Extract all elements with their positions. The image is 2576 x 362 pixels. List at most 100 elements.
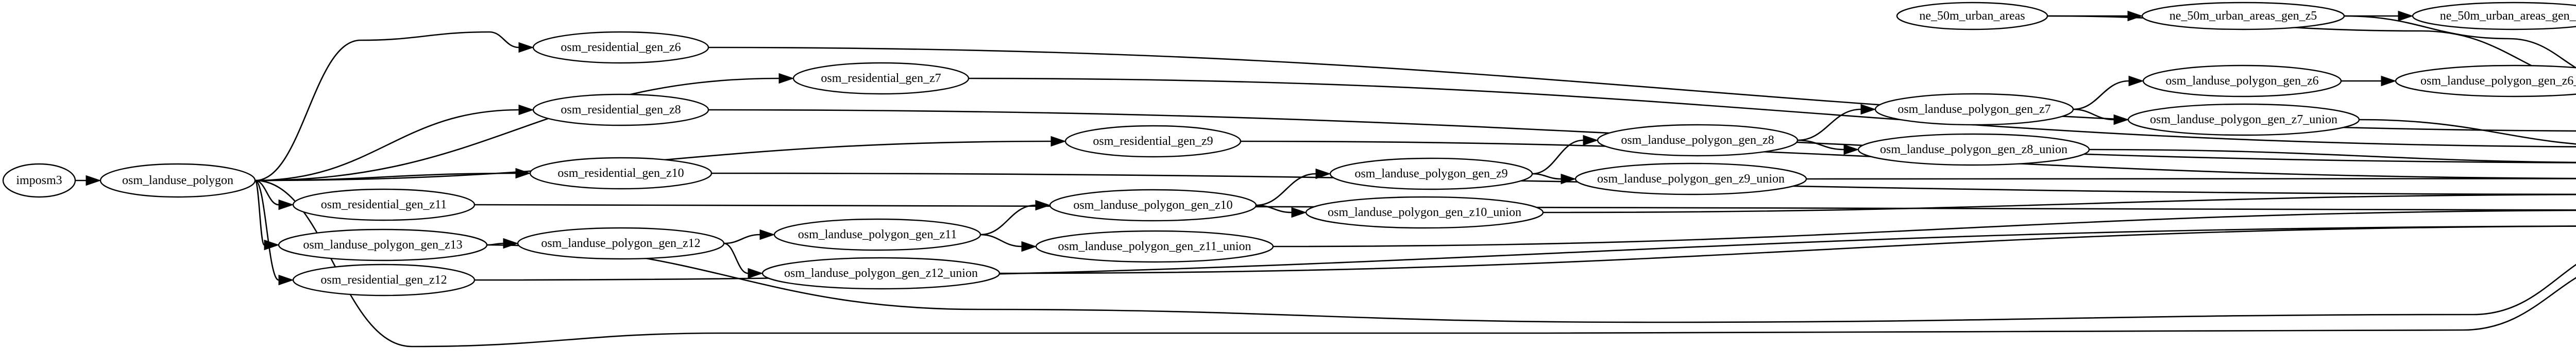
node-osm_residential_gen_z7: osm_residential_gen_z7 [792, 62, 970, 95]
arrowhead-icon [1035, 200, 1051, 211]
node-label-osm_landuse_polygon_gen_z10_union: osm_landuse_polygon_gen_z10_union [1328, 206, 1521, 219]
arrowhead-icon [2128, 75, 2144, 87]
node-label-osm_landuse_polygon_gen_z10: osm_landuse_polygon_gen_z10 [1073, 199, 1232, 212]
arrowhead-icon [778, 73, 794, 84]
edge-osm_landuse_polygon_gen_z8--osm_landuse_polygon_gen_z8_union [1797, 139, 1859, 155]
edge-osm_landuse_polygon_gen_z12_union--layer_landuse-z12 [999, 225, 2576, 274]
edge-imposm3--osm_landuse_polygon [75, 175, 101, 186]
node-label-osm_residential_gen_z7: osm_residential_gen_z7 [821, 72, 941, 85]
edge-osm_landuse_polygon_gen_z8_union--layer_landuse-z8 [2089, 149, 2576, 163]
edge-osm_landuse_polygon_gen_z7--osm_landuse_polygon_gen_z6 [2073, 75, 2144, 110]
arrowhead-icon [1050, 136, 1066, 147]
node-label-osm_landuse_polygon_gen_z8: osm_landuse_polygon_gen_z8 [1621, 134, 1774, 147]
edge-osm_landuse_polygon_gen_z11_union--layer_landuse-z11 [1273, 209, 2576, 248]
edge-osm_landuse_polygon_gen_z12--osm_landuse_polygon_gen_z11 [723, 229, 775, 244]
edge-osm_landuse_polygon_gen_z9_union--layer_landuse-z9 [1806, 178, 2576, 180]
node-osm_landuse_polygon_gen_z10: osm_landuse_polygon_gen_z10 [1049, 189, 1257, 222]
arrowhead-icon [1315, 168, 1331, 179]
node-osm_landuse_polygon_gen_z10_union: osm_landuse_polygon_gen_z10_union [1305, 196, 1544, 229]
arrowhead-icon [2381, 75, 2397, 87]
node-imposm3: imposm3 [2, 163, 76, 198]
node-ne_50m_urban_areas_gen_z4: ne_50m_urban_areas_gen_z4 [2412, 2, 2576, 30]
edge-osm_landuse_polygon_gen_z10--osm_landuse_polygon_gen_z10_union [1256, 204, 1307, 218]
node-label-osm_landuse_polygon_gen_z8_union: osm_landuse_polygon_gen_z8_union [1880, 143, 2067, 156]
edge-osm_landuse_polygon_gen_z9--osm_landuse_polygon_gen_z8 [1532, 135, 1599, 175]
node-osm_landuse_polygon_gen_z8_union: osm_landuse_polygon_gen_z8_union [1857, 133, 2090, 166]
edge-osm_landuse_polygon--osm_residential_gen_z7 [255, 73, 794, 182]
node-osm_landuse_polygon_gen_z11_union: osm_landuse_polygon_gen_z11_union [1035, 230, 1274, 263]
arrowhead-icon [518, 104, 534, 116]
arrowhead-icon [1860, 104, 1876, 115]
node-osm_landuse_polygon_gen_z9_union: osm_landuse_polygon_gen_z9_union [1574, 162, 1807, 195]
node-label-osm_residential_gen_z8: osm_residential_gen_z8 [561, 103, 681, 117]
node-ne_50m_urban_areas_gen_z5: ne_50m_urban_areas_gen_z5 [2141, 2, 2345, 30]
node-label-ne_50m_urban_areas_gen_z4: ne_50m_urban_areas_gen_z4 [2440, 9, 2576, 23]
edge-osm_landuse_polygon--osm_residential_gen_z12 [255, 179, 294, 286]
node-label-osm_residential_gen_z11: osm_residential_gen_z11 [321, 198, 447, 211]
node-ne_50m_urban_areas: ne_50m_urban_areas [1896, 2, 2048, 30]
arrowhead-icon [278, 274, 294, 286]
arrowhead-icon [2127, 10, 2143, 22]
node-label-osm_residential_gen_z12: osm_residential_gen_z12 [320, 273, 447, 287]
node-osm_landuse_polygon_gen_z6: osm_landuse_polygon_gen_z6 [2142, 64, 2342, 97]
arrowhead-icon [1843, 144, 1859, 155]
node-osm_landuse_polygon_gen_z12_union: osm_landuse_polygon_gen_z12_union [761, 257, 1001, 290]
node-label-osm_landuse_polygon_gen_z9_union: osm_landuse_polygon_gen_z9_union [1597, 172, 1785, 186]
edge-osm_landuse_polygon_gen_z12--osm_landuse_polygon_gen_z12_union [723, 242, 764, 279]
node-osm_landuse_polygon_gen_z6_union: osm_landuse_polygon_gen_z6_union [2395, 64, 2576, 97]
edge-osm_landuse_polygon_gen_z8--osm_landuse_polygon_gen_z7 [1797, 104, 1876, 141]
node-label-osm_landuse_polygon_gen_z12_union: osm_landuse_polygon_gen_z12_union [784, 267, 978, 280]
node-osm_landuse_polygon_gen_z13: osm_landuse_polygon_gen_z13 [278, 228, 488, 261]
node-osm_landuse_polygon_gen_z9: osm_landuse_polygon_gen_z9 [1329, 157, 1533, 190]
edge-osm_landuse_polygon_gen_z10_union--layer_landuse-z10 [1543, 193, 2576, 213]
edge-osm_landuse_polygon_gen_z7_union--layer_landuse-z7 [2359, 119, 2576, 145]
node-osm_landuse_polygon_gen_z7_union: osm_landuse_polygon_gen_z7_union [2127, 103, 2360, 136]
arrowhead-icon [515, 168, 531, 179]
node-osm_landuse_polygon_gen_z7: osm_landuse_polygon_gen_z7 [1874, 93, 2074, 126]
node-osm_residential_gen_z6: osm_residential_gen_z6 [532, 31, 709, 64]
node-osm_landuse_polygon_gen_z12: osm_landuse_polygon_gen_z12 [517, 227, 725, 260]
arrowhead-icon [759, 229, 775, 240]
edge-osm_residential_gen_z7--layer_landuse-z7 [968, 77, 2576, 147]
node-label-osm_landuse_polygon_gen_z11_union: osm_landuse_polygon_gen_z11_union [1058, 240, 1251, 253]
edge-osm_landuse_polygon_gen_z11--osm_landuse_polygon_gen_z11_union [980, 234, 1037, 252]
node-label-osm_landuse_polygon_gen_z7: osm_landuse_polygon_gen_z7 [1897, 103, 2050, 116]
node-label-osm_landuse_polygon_gen_z13: osm_landuse_polygon_gen_z13 [303, 238, 462, 252]
arrowhead-icon [264, 239, 280, 251]
arrowhead-icon [2398, 10, 2414, 22]
node-label-osm_residential_gen_z6: osm_residential_gen_z6 [561, 41, 681, 54]
node-label-osm_landuse_polygon_gen_z9: osm_landuse_polygon_gen_z9 [1354, 167, 1507, 180]
node-label-ne_50m_urban_areas: ne_50m_urban_areas [1919, 9, 2025, 23]
edge-osm_landuse_polygon--osm_landuse_polygon_gen_z13 [254, 179, 280, 251]
arrowhead-icon [1291, 207, 1307, 218]
edge-osm_landuse_polygon_gen_z10--osm_landuse_polygon_gen_z9 [1256, 168, 1331, 206]
edge-ne_50m_urban_areas_gen_z5--layer_landuse-z5 [2344, 15, 2576, 69]
nodes-layer: imposm3 osm_landuse_polygon osm_residentia… [2, 2, 2576, 297]
node-label-osm_landuse_polygon_gen_z11: osm_landuse_polygon_gen_z11 [798, 228, 957, 241]
edge-osm_landuse_polygon--osm_residential_gen_z6 [255, 31, 534, 182]
node-osm_residential_gen_z10: osm_residential_gen_z10 [529, 157, 713, 190]
node-label-osm_landuse_polygon_gen_z12: osm_landuse_polygon_gen_z12 [541, 237, 700, 250]
arrowhead-icon [278, 199, 294, 210]
node-label-osm_landuse_polygon: osm_landuse_polygon [122, 174, 233, 187]
node-osm_landuse_polygon_gen_z8: osm_landuse_polygon_gen_z8 [1597, 124, 1799, 157]
edge-osm_landuse_polygon_gen_z13--layer_landuse-z13 [486, 244, 2576, 323]
node-osm_landuse_polygon: osm_landuse_polygon [99, 163, 256, 198]
edge-osm_landuse_polygon_gen_z6--osm_landuse_polygon_gen_z6_union [2341, 75, 2397, 87]
arrowhead-icon [1583, 135, 1599, 146]
arrowhead-icon [748, 268, 764, 279]
node-label-osm_residential_gen_z9: osm_residential_gen_z9 [1093, 135, 1213, 148]
edge-osm_landuse_polygon--osm_residential_gen_z10 [255, 168, 531, 182]
node-label-osm_landuse_polygon_gen_z6: osm_landuse_polygon_gen_z6 [2165, 74, 2318, 88]
edge-osm_landuse_polygon--osm_residential_gen_z8 [255, 104, 534, 182]
node-label-ne_50m_urban_areas_gen_z5: ne_50m_urban_areas_gen_z5 [2170, 9, 2317, 23]
node-osm_residential_gen_z12: osm_residential_gen_z12 [292, 264, 476, 297]
arrowhead-icon [1021, 241, 1037, 252]
node-label-osm_residential_gen_z10: osm_residential_gen_z10 [557, 167, 684, 180]
node-osm_residential_gen_z8: osm_residential_gen_z8 [532, 93, 709, 126]
node-osm_residential_gen_z9: osm_residential_gen_z9 [1064, 125, 1242, 158]
node-osm_landuse_polygon_gen_z11: osm_landuse_polygon_gen_z11 [773, 218, 981, 251]
